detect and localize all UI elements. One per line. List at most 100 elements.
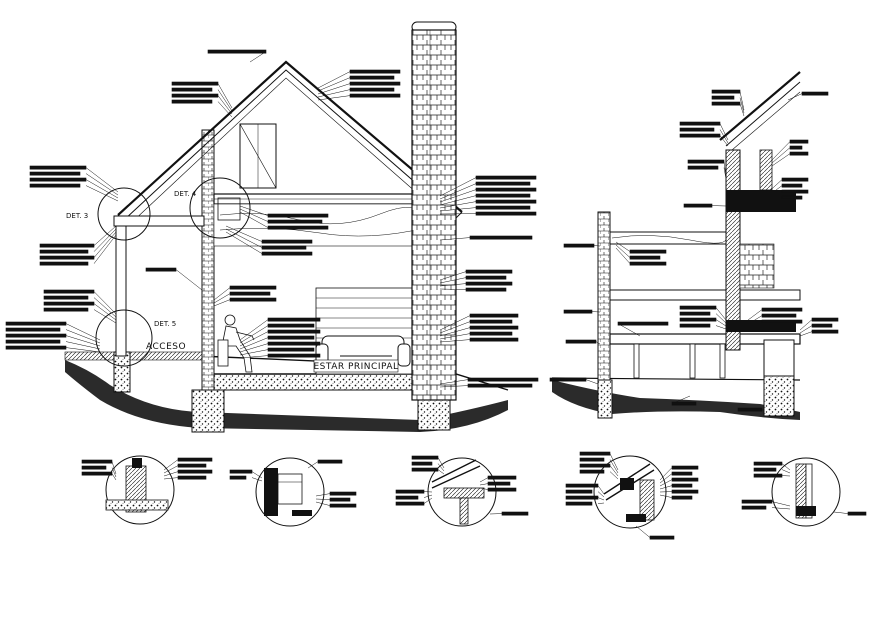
callout-bar: [172, 94, 218, 97]
callout-bar: [44, 302, 94, 305]
callout-bar: [30, 166, 86, 169]
callout-bar: [470, 320, 512, 323]
leader-line: [86, 168, 118, 192]
callout-bar: [680, 306, 716, 309]
callout-bar: [178, 458, 212, 461]
callout-bar: [790, 140, 808, 143]
callout-bar: [230, 286, 276, 289]
callout-bar: [564, 244, 594, 247]
callout-bar: [650, 536, 674, 539]
callout-bar: [762, 320, 802, 323]
callout-bar: [268, 324, 314, 327]
callout-bar: [6, 346, 66, 349]
callout-bar: [178, 470, 212, 473]
callout-bar: [566, 502, 592, 505]
detail-label-4: DET. 4: [174, 190, 197, 198]
callout-bar: [580, 458, 604, 461]
callout-bar: [476, 194, 530, 197]
callout-bar: [580, 470, 604, 473]
room-label-acceso: ACCESO: [146, 342, 186, 352]
callout-bar: [688, 160, 724, 163]
callout-bar: [680, 324, 710, 327]
leader-line: [94, 235, 116, 264]
callout-bar: [412, 468, 438, 471]
callout-bar: [782, 196, 802, 199]
callout-bar: [684, 204, 712, 207]
callout-bar: [396, 502, 424, 505]
callout-bar: [762, 314, 796, 317]
callout-bar: [6, 334, 66, 337]
callout-bar: [476, 182, 530, 185]
callout-bar: [782, 178, 808, 181]
callout-bar: [230, 292, 270, 295]
callout-bar: [82, 460, 112, 463]
partial-roof: [720, 72, 800, 140]
callout-bar: [566, 496, 598, 499]
chimney: [412, 22, 456, 400]
detail-2: [256, 458, 324, 526]
callout-bar: [262, 240, 312, 243]
callout-bar: [82, 466, 106, 469]
callout-bar: [580, 464, 610, 467]
person-figure: [218, 315, 254, 372]
callout-bar: [268, 220, 322, 223]
callout-bar: [754, 474, 782, 477]
callout-bar: [44, 290, 94, 293]
callout-bar: [268, 330, 320, 333]
callout-bar: [566, 340, 596, 343]
leader-line: [66, 342, 100, 349]
callout-bar: [566, 490, 592, 493]
callout-bar: [712, 102, 740, 105]
callout-bar: [172, 100, 212, 103]
roof-main: [118, 62, 462, 215]
callout-bar: [754, 462, 782, 465]
detail-label-3: DET. 3: [66, 212, 88, 220]
partial-ground: [552, 380, 800, 420]
callout-bar: [712, 96, 734, 99]
porch-beam: [114, 216, 204, 226]
callout-bar: [44, 308, 88, 311]
left-footing: [192, 390, 224, 432]
callout-bar: [488, 482, 510, 485]
callout-bar: [470, 326, 518, 329]
leader-line: [716, 326, 726, 329]
callout-bar: [172, 88, 212, 91]
leader-line: [86, 186, 118, 201]
callout-bar: [688, 166, 718, 169]
callout-bar: [476, 212, 536, 215]
callout-bar: [630, 250, 666, 253]
callout-bar: [268, 342, 320, 345]
room-label-estar: ESTAR PRINCIPAL: [314, 362, 399, 372]
callout-bar: [318, 460, 342, 463]
callout-bar: [476, 176, 536, 179]
leader-line: [788, 94, 802, 100]
callout-bar: [44, 296, 88, 299]
callout-bar: [742, 500, 772, 503]
callout-bar: [782, 184, 802, 187]
callout-bar: [262, 252, 312, 255]
callout-bar: [468, 378, 538, 381]
callout-bar: [230, 470, 252, 473]
callout-bar: [630, 256, 660, 259]
callout-bar: [350, 76, 394, 79]
callout-bar: [470, 314, 518, 317]
callout-bar: [712, 90, 740, 93]
callout-bar: [6, 328, 60, 331]
callout-bar: [350, 82, 400, 85]
callout-bar: [330, 498, 350, 501]
leader-line: [218, 84, 232, 108]
leader-line: [240, 320, 268, 340]
callout-bar: [466, 276, 506, 279]
callout-bar: [618, 322, 668, 325]
porch-footing: [114, 352, 130, 392]
detail-label-5: DET. 5: [154, 320, 176, 328]
callout-bar: [268, 214, 328, 217]
callout-bar: [680, 122, 720, 125]
callout-bar: [470, 338, 518, 341]
callout-bar: [812, 324, 832, 327]
callout-bar: [564, 310, 592, 313]
detail-1: [106, 456, 174, 524]
leader-line: [164, 460, 178, 470]
callout-bar: [742, 506, 766, 509]
